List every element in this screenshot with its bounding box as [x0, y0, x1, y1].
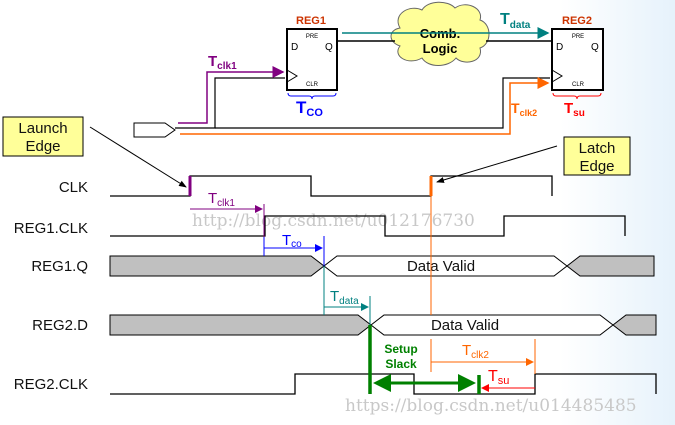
setup-slack-line1: Setup: [384, 342, 417, 356]
t-su-timing-label: Tsu: [488, 368, 509, 387]
setup-slack-line2: Slack: [385, 357, 417, 371]
latch-edge-line2: Edge: [579, 158, 614, 175]
reg2-pre: PRE: [572, 34, 584, 40]
reg1-clock-triangle-icon: [286, 69, 298, 83]
t-clk2-annotation: Tclk2: [430, 196, 536, 374]
reg1-flipflop: REG1 PRE D Q CLR TCO: [286, 15, 338, 119]
t-co-label: TCO: [296, 98, 323, 119]
t-clk2-label: Tclk2: [462, 342, 489, 361]
t-su-brace: [552, 92, 602, 100]
clock-input-port: [133, 122, 176, 138]
t-su-annotation: Tsu: [481, 368, 535, 392]
clk-wire-reg2: [215, 77, 550, 129]
reg1-q-waveform: Data Valid: [109, 255, 655, 277]
t-clk1-label: Tclk1: [208, 190, 235, 209]
reg1-d: D: [291, 42, 298, 53]
reg1-clr: CLR: [306, 82, 319, 88]
t-clk2-schematic-label: Tclk2: [511, 100, 537, 118]
reg2-q: Q: [591, 42, 599, 53]
t-data-timing-label: Tdata: [330, 288, 359, 307]
t-co-annotation: Tco: [263, 232, 325, 266]
t-data-annotation: Tdata: [323, 266, 371, 325]
watermark-1: http://blog.csdn.net/u012176730: [192, 211, 475, 231]
reg1-clk-waveform: [110, 215, 626, 237]
clk-waveform: [110, 175, 553, 197]
signal-label-reg2-d: REG2.D: [32, 317, 88, 334]
t-clk1-path: [178, 66, 285, 124]
reg2-clk-waveform: [110, 373, 657, 395]
t-su-label: Tsu: [564, 100, 585, 119]
t-co-timing-label: Tco: [282, 232, 302, 250]
signal-label-reg1-clk: REG1.CLK: [14, 220, 88, 237]
t-clk1-schematic-label: Tclk1: [208, 53, 237, 72]
comb-logic-line2: Logic: [423, 41, 458, 56]
schematic: Comb. Logic Tdata REG1 PRE D Q CLR TCO R…: [133, 1, 604, 138]
t-clk2-path: [180, 77, 550, 135]
signal-label-reg1-q: REG1.Q: [31, 258, 88, 275]
reg2-flipflop: REG2 PRE D Q CLR Tsu: [551, 15, 604, 119]
setup-slack-annotation: Setup Slack: [368, 325, 481, 394]
clk-wire-reg1: [175, 77, 285, 129]
reg2-clock-triangle-icon: [551, 69, 563, 83]
t-clk1-annotation: Tclk1: [190, 190, 265, 237]
reg1-q: Q: [325, 42, 333, 53]
reg2-d: D: [556, 42, 563, 53]
reg1-name: REG1: [296, 15, 326, 27]
reg2-d-waveform: Data Valid: [109, 314, 657, 336]
reg2-name: REG2: [562, 15, 592, 27]
launch-edge-callout: Launch Edge: [2, 116, 187, 188]
launch-edge-line1: Launch: [18, 120, 67, 137]
watermark-2: https://blog.csdn.net/u014485485: [345, 396, 637, 416]
t-data-label: Tdata: [500, 11, 531, 31]
t-co-brace: [287, 92, 337, 100]
latch-edge-callout: Latch Edge: [436, 136, 631, 183]
reg2-d-data-valid: Data Valid: [431, 317, 499, 334]
signal-label-clk: CLK: [59, 179, 88, 196]
launch-edge-line2: Edge: [25, 138, 60, 155]
reg1-q-data-valid: Data Valid: [407, 258, 475, 275]
latch-edge-line1: Latch: [579, 140, 616, 157]
signal-label-reg2-clk: REG2.CLK: [14, 376, 88, 393]
reg2-clr: CLR: [572, 82, 585, 88]
reg1-pre: PRE: [306, 34, 318, 40]
comb-logic-cloud: Comb. Logic: [390, 1, 490, 66]
